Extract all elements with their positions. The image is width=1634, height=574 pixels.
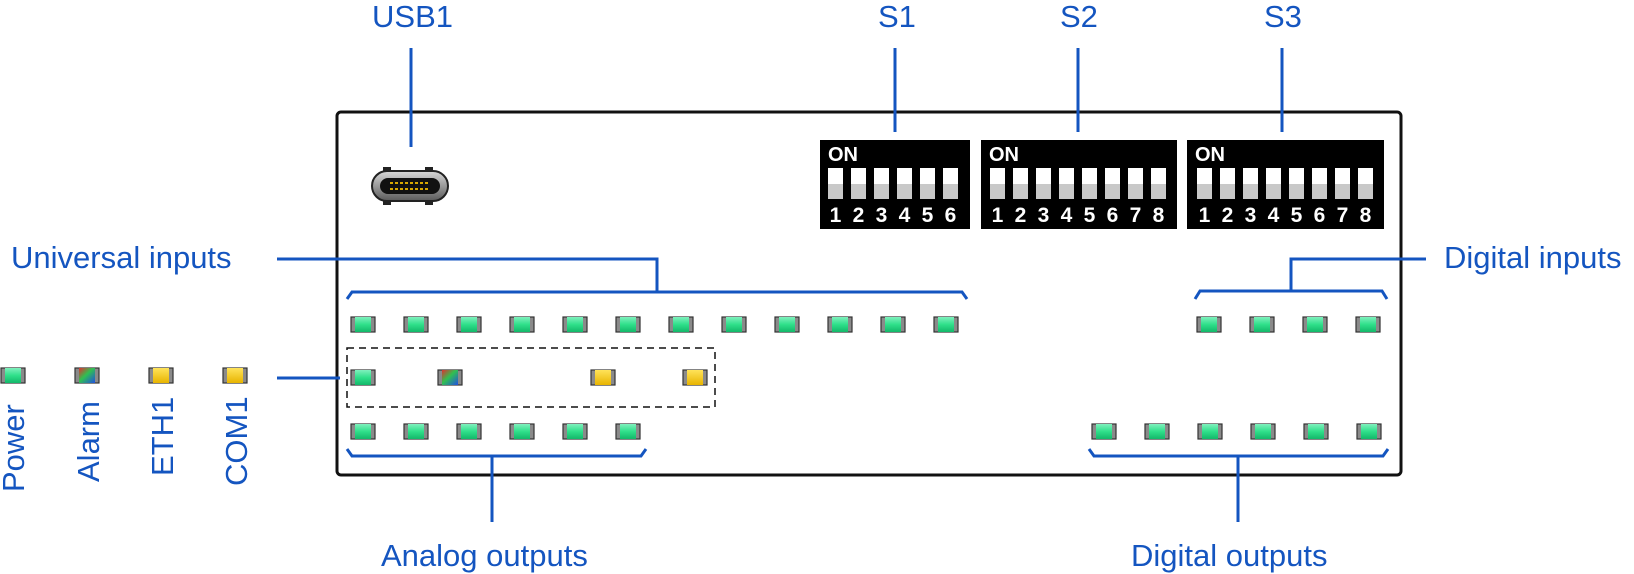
s3-label: S3 xyxy=(1264,0,1302,34)
dip-switch-s3: ON 1 2 3 4 5 6 7 8 xyxy=(1187,140,1384,229)
digital-output-led xyxy=(1197,423,1223,440)
legend-led-com1 xyxy=(222,367,248,384)
digital-inputs-label: Digital inputs xyxy=(1444,240,1621,275)
usb-connector xyxy=(371,167,449,205)
io-led-rows xyxy=(350,316,1382,440)
analog-outputs-label: Analog outputs xyxy=(381,538,588,573)
universal-input-led xyxy=(933,316,959,333)
digital-output-led xyxy=(1303,423,1329,440)
s2-pos-2: 2 xyxy=(1015,204,1027,227)
legend-label-eth1: ETH1 xyxy=(145,397,180,476)
universal-inputs-callout xyxy=(277,257,969,300)
s2-pos-7: 7 xyxy=(1130,204,1142,227)
s3-pos-1: 1 xyxy=(1199,204,1211,227)
s2-pos-3: 3 xyxy=(1038,204,1050,227)
s3-levers xyxy=(1197,168,1373,199)
s1-on-text: ON xyxy=(828,144,858,166)
status-led-power xyxy=(350,369,376,386)
s3-pos-3: 3 xyxy=(1245,204,1257,227)
universal-input-led xyxy=(509,316,535,333)
s2-on-text: ON xyxy=(989,144,1019,166)
digital-input-led xyxy=(1196,316,1222,333)
universal-input-led xyxy=(350,316,376,333)
status-led-group-box xyxy=(346,347,716,408)
s1-pos-3: 3 xyxy=(876,204,888,227)
universal-input-led xyxy=(774,316,800,333)
digital-output-led xyxy=(1250,423,1276,440)
status-led-com1 xyxy=(682,369,708,386)
s3-pos-8: 8 xyxy=(1360,204,1372,227)
s2-pos-6: 6 xyxy=(1107,204,1119,227)
s2-pos-5: 5 xyxy=(1084,204,1096,227)
s3-pos-5: 5 xyxy=(1291,204,1303,227)
s1-pos-1: 1 xyxy=(830,204,842,227)
analog-output-led xyxy=(403,423,429,440)
universal-input-led xyxy=(668,316,694,333)
analog-output-led xyxy=(350,423,376,440)
digital-outputs-callout xyxy=(1087,448,1390,522)
status-led-alarm xyxy=(437,369,463,386)
analog-output-led xyxy=(615,423,641,440)
universal-input-led xyxy=(403,316,429,333)
s1-pos-2: 2 xyxy=(853,204,865,227)
legend-label-alarm: Alarm xyxy=(71,401,106,482)
legend-label-com1: COM1 xyxy=(219,396,254,486)
legend-led-power xyxy=(0,367,26,384)
dip-switch-s1: ON 1 2 3 4 5 6 xyxy=(820,140,970,229)
s1-pos-5: 5 xyxy=(922,204,934,227)
universal-input-led xyxy=(562,316,588,333)
digital-output-led xyxy=(1091,423,1117,440)
legend-led-eth1 xyxy=(148,367,174,384)
s1-label: S1 xyxy=(878,0,916,34)
s3-on-text: ON xyxy=(1195,144,1225,166)
dip-switch-s2: ON 1 2 3 4 5 6 7 8 xyxy=(981,140,1177,229)
s2-pos-1: 1 xyxy=(992,204,1004,227)
digital-output-led xyxy=(1356,423,1382,440)
s3-pos-4: 4 xyxy=(1268,204,1280,227)
s1-levers xyxy=(828,168,958,199)
legend-led-alarm xyxy=(74,367,100,384)
digital-input-led xyxy=(1249,316,1275,333)
digital-inputs-callout xyxy=(1193,257,1426,300)
digital-outputs-label: Digital outputs xyxy=(1131,538,1327,573)
s3-pos-2: 2 xyxy=(1222,204,1234,227)
usb-label: USB1 xyxy=(372,0,453,34)
digital-output-led xyxy=(1144,423,1170,440)
s2-levers xyxy=(990,168,1166,199)
legend-label-power: Power xyxy=(0,404,31,492)
s2-pos-8: 8 xyxy=(1153,204,1165,227)
analog-outputs-callout xyxy=(345,448,648,522)
digital-input-led xyxy=(1302,316,1328,333)
status-led-eth1 xyxy=(590,369,616,386)
universal-input-led xyxy=(615,316,641,333)
universal-inputs-label: Universal inputs xyxy=(11,240,232,275)
s3-pos-6: 6 xyxy=(1314,204,1326,227)
universal-input-led xyxy=(721,316,747,333)
s3-pos-7: 7 xyxy=(1337,204,1349,227)
s1-pos-6: 6 xyxy=(945,204,957,227)
analog-output-led xyxy=(456,423,482,440)
s1-pos-4: 4 xyxy=(899,204,911,227)
digital-input-led xyxy=(1355,316,1381,333)
universal-input-led xyxy=(880,316,906,333)
s2-pos-4: 4 xyxy=(1061,204,1073,227)
analog-output-led xyxy=(509,423,535,440)
universal-input-led xyxy=(456,316,482,333)
s2-label: S2 xyxy=(1060,0,1098,34)
universal-input-led xyxy=(827,316,853,333)
analog-output-led xyxy=(562,423,588,440)
